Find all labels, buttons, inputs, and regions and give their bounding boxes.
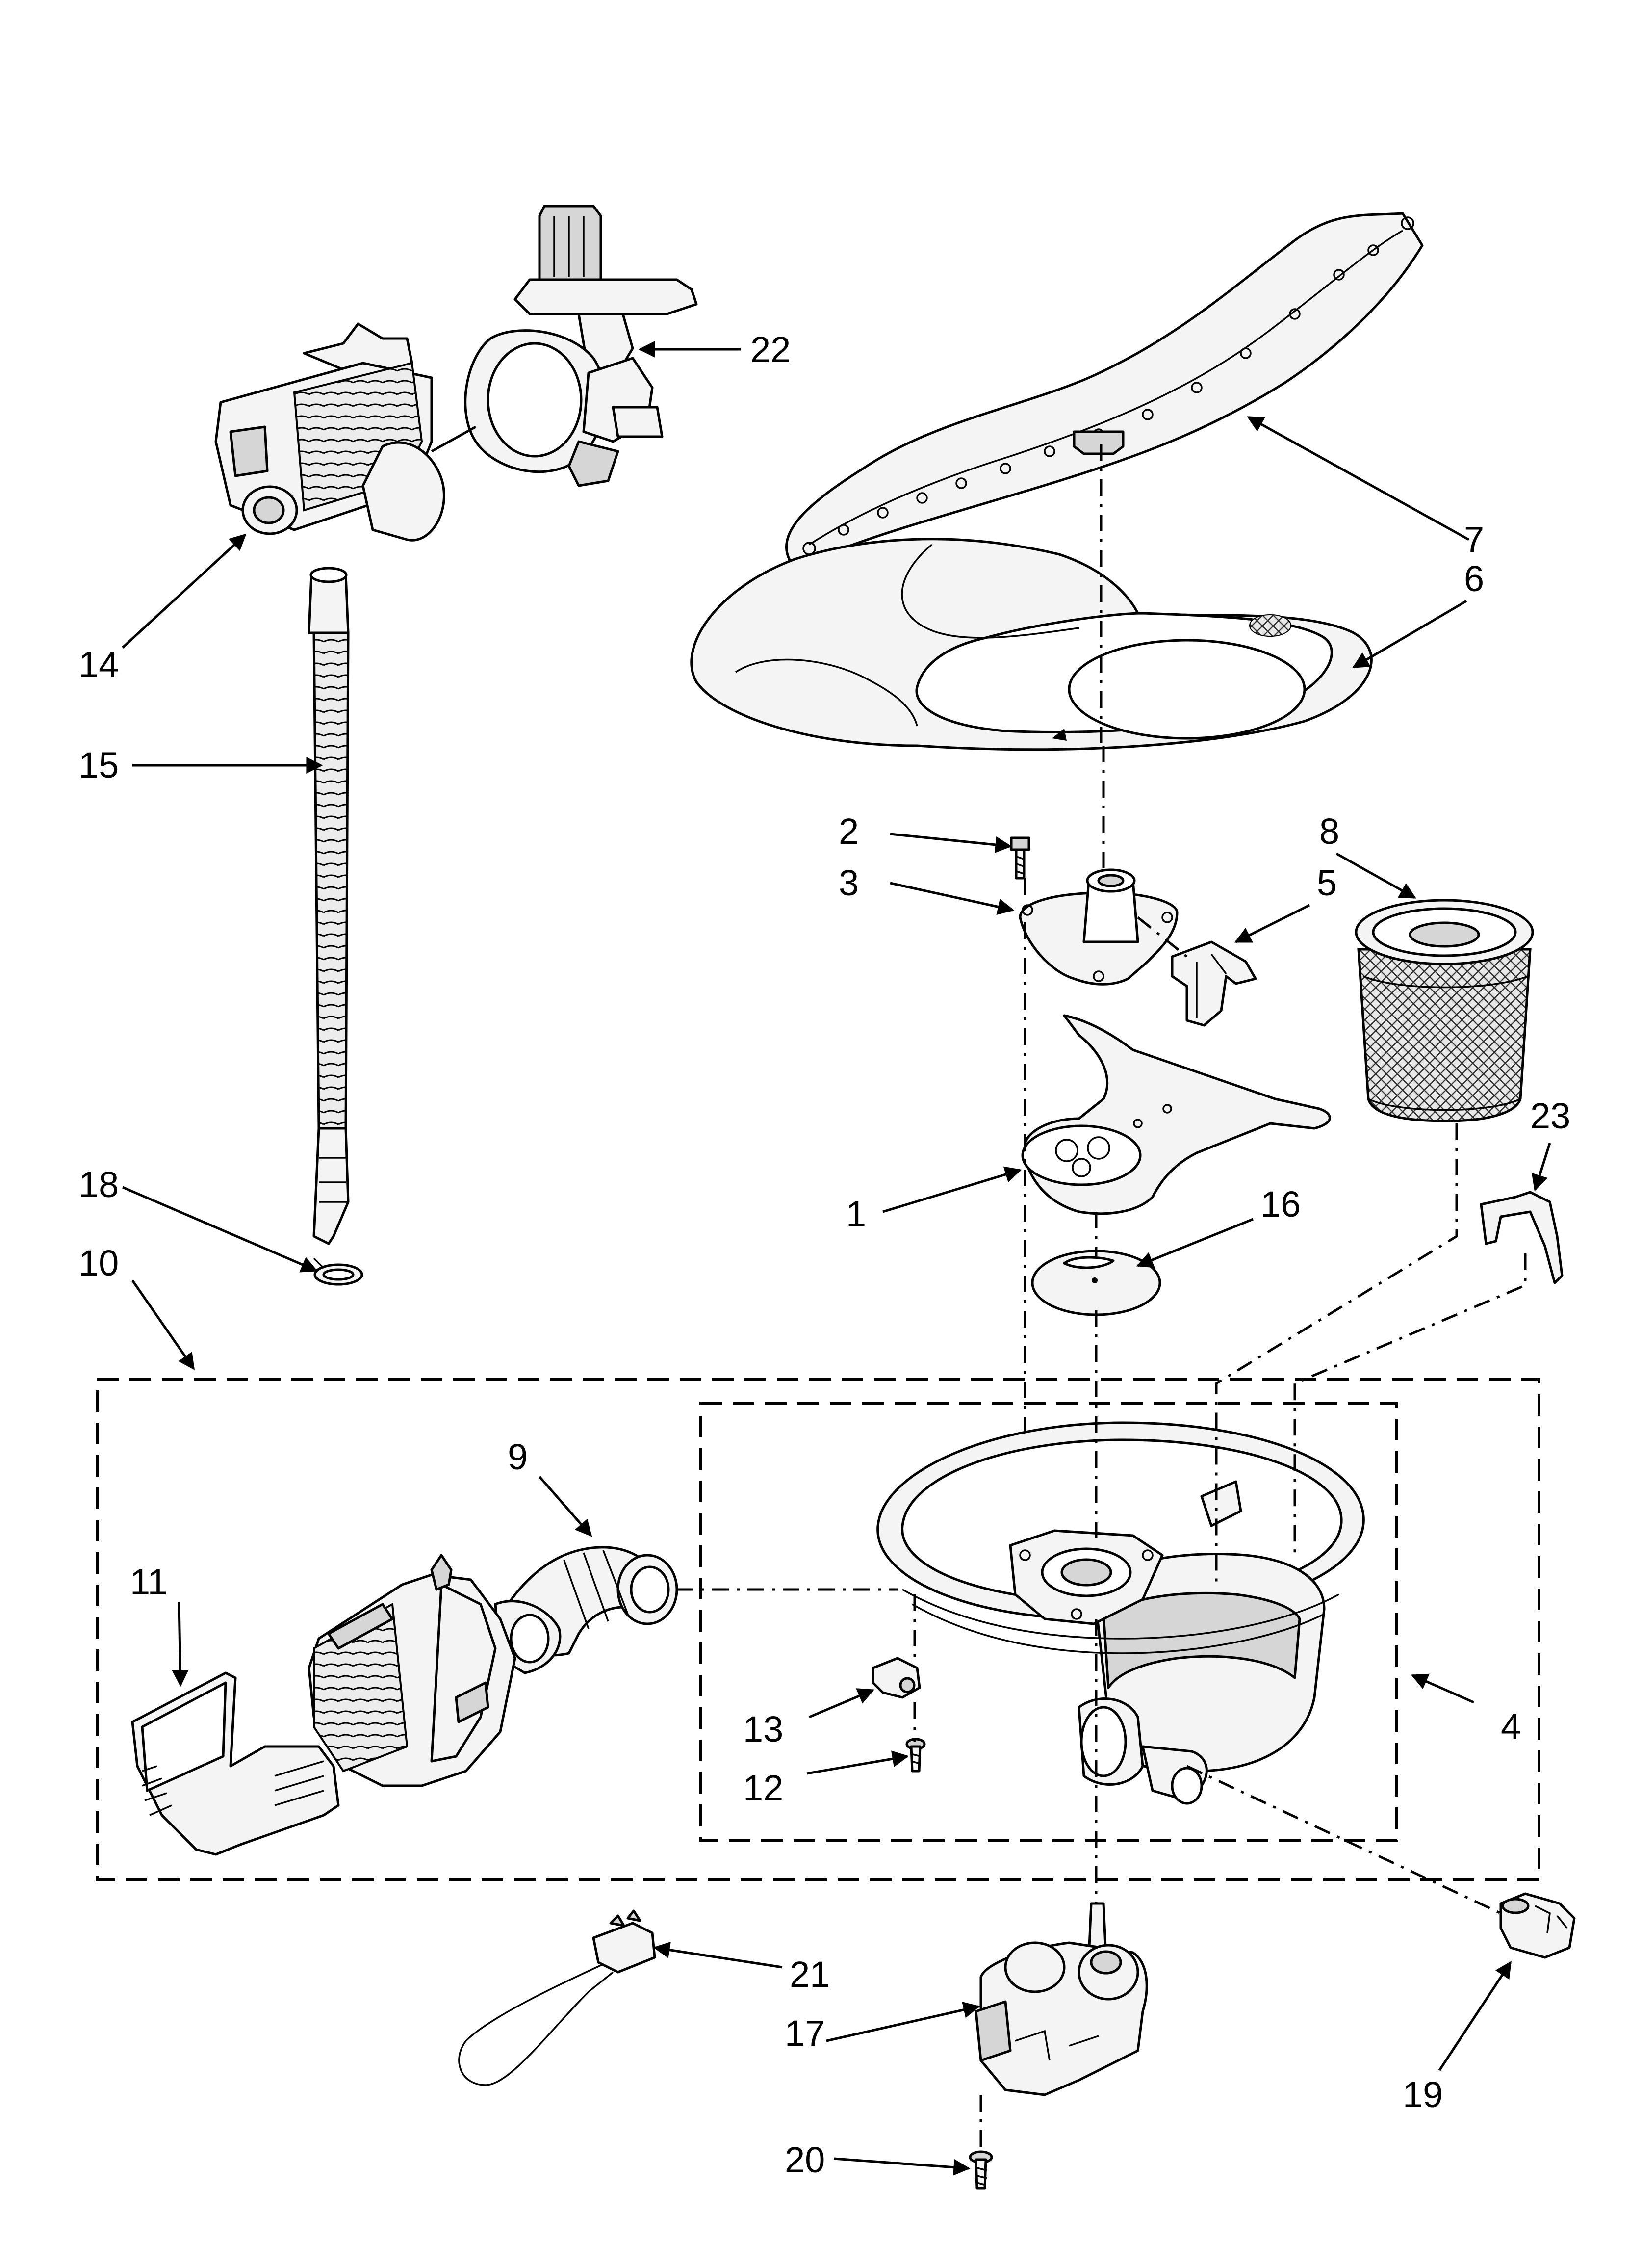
label-1: 1	[846, 1194, 866, 1234]
part-3-spray-arm-mount	[1019, 868, 1179, 986]
leader-arrows	[122, 341, 1551, 2176]
assembly-box-10	[96, 1378, 1540, 1881]
part-15-drain-hose	[308, 567, 350, 1245]
part-14-drain-pump	[214, 322, 445, 542]
label-17: 17	[785, 2013, 825, 2054]
label-16: 16	[1260, 1184, 1301, 1225]
part-8-filter	[1355, 899, 1534, 1122]
part-21-wire-harness	[458, 1909, 656, 2086]
label-20: 20	[785, 2139, 825, 2180]
part-number-labels: 22 7 6 14 15 2 8 3 5 23 18 1 16 10 9 11 …	[78, 329, 1570, 2180]
label-8: 8	[1319, 811, 1339, 852]
part-7-spray-arm	[785, 212, 1424, 564]
part-6-spray-deflector	[690, 538, 1373, 751]
label-14: 14	[78, 644, 119, 685]
label-19: 19	[1403, 2074, 1443, 2115]
part-19-sensor	[1499, 1892, 1576, 1959]
part-9-hose-elbow	[489, 1546, 678, 1674]
label-18: 18	[78, 1164, 119, 1205]
assembly-box-4	[699, 1402, 1398, 1842]
label-10: 10	[78, 1243, 119, 1283]
label-23: 23	[1530, 1095, 1570, 1136]
part-16-disc	[1031, 1250, 1161, 1316]
part-1-lower-deflector	[1021, 1014, 1331, 1215]
part-23-clip	[1480, 1191, 1564, 1284]
label-4: 4	[1501, 1706, 1521, 1747]
part-20-screw	[969, 2150, 993, 2190]
part-4-sump-assembly	[876, 1421, 1365, 1805]
part-17-diverter-motor	[975, 1902, 1148, 2096]
label-5: 5	[1317, 862, 1337, 903]
label-15: 15	[78, 745, 119, 785]
label-9: 9	[508, 1436, 528, 1477]
part-12-screw	[905, 1738, 926, 1773]
label-7: 7	[1464, 519, 1484, 560]
part-18-hose-clamp	[313, 1257, 363, 1286]
label-13: 13	[743, 1709, 783, 1749]
label-12: 12	[743, 1768, 783, 1808]
label-21: 21	[790, 1954, 830, 1995]
alignment-lines	[431, 425, 1527, 2154]
part-22-diverter	[464, 205, 698, 487]
label-2: 2	[839, 811, 859, 852]
label-6: 6	[1464, 558, 1484, 599]
label-11: 11	[130, 1562, 168, 1602]
part-13-clip	[872, 1657, 921, 1699]
part-10-circulation-pump	[308, 1554, 516, 1787]
label-22: 22	[750, 329, 791, 370]
part-2-screw	[1010, 836, 1030, 880]
part-11-pump-cover	[131, 1671, 340, 1856]
part-5-clip	[1171, 940, 1257, 1027]
label-3: 3	[839, 862, 859, 903]
